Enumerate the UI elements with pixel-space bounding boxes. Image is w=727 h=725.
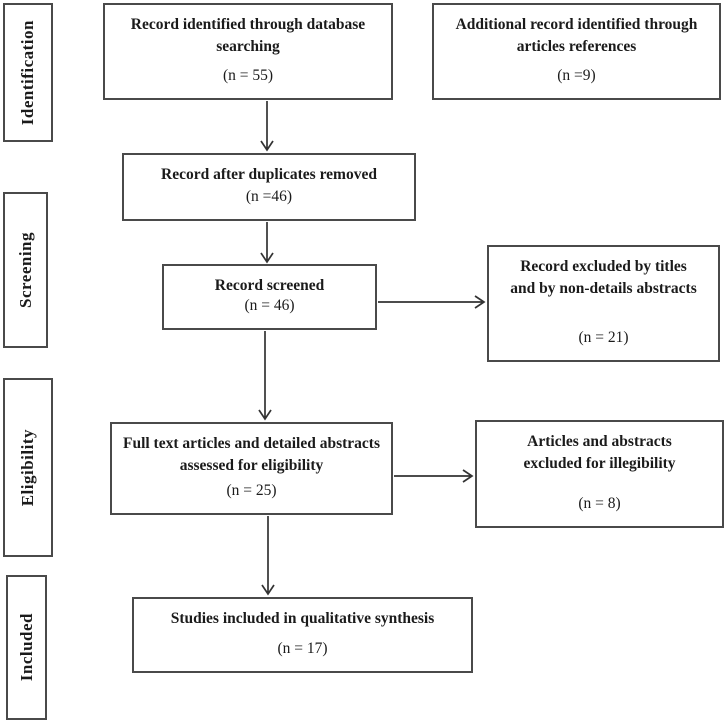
flow-box-fulltext-assessed: Full text articles and detailed abstract… bbox=[110, 422, 393, 515]
stage-label-text: Screening bbox=[15, 232, 35, 308]
flow-box-duplicates-removed: Record after duplicates removed (n =46) bbox=[122, 153, 416, 221]
stage-label-text: Included bbox=[16, 613, 36, 682]
flow-box-additional-records: Additional record identified through art… bbox=[432, 3, 721, 100]
box-title: Additional record identified through art… bbox=[455, 16, 698, 55]
box-count: (n = 46) bbox=[244, 297, 295, 315]
stage-label-text: Eligibility bbox=[18, 428, 37, 507]
box-count: (n = 8) bbox=[578, 495, 621, 513]
box-count: (n = 21) bbox=[578, 329, 629, 347]
arrow-duplicates-to-screened bbox=[260, 222, 274, 264]
arrow-identified-to-duplicates bbox=[260, 101, 274, 152]
arrow-fulltext-to-excluded bbox=[394, 469, 474, 483]
box-title: Full text articles and detailed abstract… bbox=[122, 435, 380, 474]
box-count: (n =46) bbox=[245, 188, 293, 206]
arrow-fulltext-to-included bbox=[261, 516, 275, 596]
box-title: Articles and abstracts excluded for ille… bbox=[523, 433, 676, 472]
flow-box-articles-excluded: Articles and abstracts excluded for ille… bbox=[475, 420, 724, 528]
box-count: (n = 25) bbox=[226, 482, 277, 500]
arrow-screened-to-fulltext bbox=[258, 331, 272, 421]
box-title: Record excluded by titles and by non-det… bbox=[510, 258, 697, 297]
box-count: (n =9) bbox=[557, 67, 596, 85]
flow-box-studies-included: Studies included in qualitative synthesi… bbox=[132, 597, 473, 673]
box-title: Record screened bbox=[214, 277, 325, 294]
box-count: (n = 17) bbox=[277, 640, 328, 658]
stage-label-text: Identification bbox=[18, 19, 37, 126]
flow-box-records-screened: Record screened (n = 46) bbox=[162, 264, 377, 330]
box-count: (n = 55) bbox=[222, 67, 274, 85]
stage-label-eligibility: Eligibility bbox=[3, 378, 53, 557]
arrow-screened-to-excluded bbox=[378, 295, 486, 309]
stage-label-screening: Screening bbox=[3, 192, 48, 348]
stage-label-identification: Identification bbox=[3, 3, 53, 142]
box-title: Record identified through database searc… bbox=[130, 16, 366, 55]
box-title: Record after duplicates removed bbox=[161, 166, 377, 183]
flow-box-records-excluded: Record excluded by titles and by non-det… bbox=[487, 245, 720, 362]
stage-label-included: Included bbox=[6, 575, 47, 720]
flow-box-records-identified: Record identified through database searc… bbox=[103, 3, 393, 100]
box-title: Studies included in qualitative synthesi… bbox=[170, 610, 435, 627]
